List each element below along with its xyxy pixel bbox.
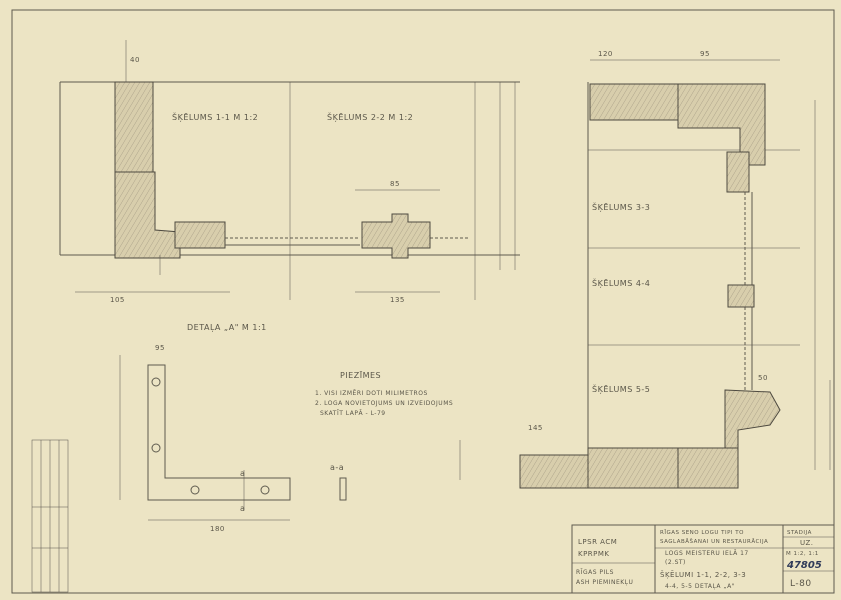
org-line: KPRPMK (578, 550, 610, 558)
dimension-label: 120 (598, 50, 613, 58)
transom-profile (727, 284, 755, 308)
dept-line: RĪGAS PILS (576, 569, 614, 576)
note-line: 1. VISI IZMĒRI DOTI MILIMETROS (315, 390, 428, 397)
sheet-border (11, 9, 835, 594)
note-line: SKATĪT LAPĀ - L-79 (320, 410, 386, 417)
detail-a: DETAĻA „A" M 1:1 a a a-a 180 95 (119, 323, 347, 533)
cut-mark: a (240, 504, 245, 513)
section-label-2-2: ŠĶĒLUMS 2-2 M 1:2 (327, 111, 413, 123)
archive-number: 47805 (786, 560, 822, 571)
wood-grain-hatch (520, 455, 588, 488)
cut-a-a-profile (339, 477, 347, 501)
wood-grain-hatch (728, 285, 754, 307)
org-line: LPSR ACM (578, 538, 617, 546)
stage-value: UZ. (800, 539, 814, 547)
mullion-profile (361, 213, 431, 259)
wood-grain-hatch (590, 84, 678, 120)
section-label-4-4: ŠĶĒLUMS 4-4 (592, 277, 650, 289)
project-line: SAGLABĀŠANAI UN RESTAURĀCIJA (660, 538, 768, 545)
wood-grain-hatch (727, 152, 749, 192)
dimension-label: 50 (758, 374, 768, 382)
scale: M 1:2, 1:1 (786, 551, 819, 557)
sheet-line: (2.ST) (665, 559, 686, 566)
stage-label: STADIJA (787, 530, 812, 536)
note-line: 2. LOGA NOVIETOJUMS UN IZVEIDOJUMS (315, 400, 453, 407)
project-line: RĪGAS SENO LOGU TIPI TO (660, 529, 744, 536)
detail-a-label: DETAĻA „A" M 1:1 (187, 323, 267, 333)
notes: PIEZĪMES 1. VISI IZMĒRI DOTI MILIMETROS … (315, 370, 453, 417)
revision-grid (31, 439, 69, 593)
head-profile (589, 83, 679, 121)
sections-3-5: ŠĶĒLUMS 3-3 ŠĶĒLUMS 4-4 ŠĶĒLUMS 5-5 120 … (459, 50, 831, 489)
sill-corner-profile (677, 447, 739, 489)
dimension-label: 135 (390, 296, 405, 304)
section-1-1-2-2: ŠĶĒLUMS 1-1 M 1:2 ŠĶĒLUMS 2-2 M 1:2 40 1… (59, 40, 520, 304)
dimension-label: 145 (528, 424, 543, 432)
cut-a-a-label: a-a (330, 463, 344, 472)
dimension-label: 95 (155, 344, 165, 352)
dimension-label: 40 (130, 56, 140, 64)
sheet-number: L-80 (790, 579, 812, 589)
dimension-label: 105 (110, 296, 125, 304)
section-label-1-1: ŠĶĒLUMS 1-1 M 1:2 (172, 111, 258, 123)
cut-mark: a (240, 469, 245, 478)
notes-title: PIEZĪMES (340, 370, 381, 380)
dimension-label: 180 (210, 525, 225, 533)
wood-grain-hatch (175, 222, 225, 248)
wood-grain-hatch (588, 448, 678, 488)
wood-grain-hatch (678, 448, 738, 488)
title-block: LPSR ACM KPRPMK RĪGAS PILS ASH PIEMINEKĻ… (571, 524, 835, 594)
section-label-5-5: ŠĶĒLUMS 5-5 (592, 383, 650, 395)
dimension-label: 95 (700, 50, 710, 58)
dept-line: ASH PIEMINEKĻU (576, 579, 633, 586)
sheet-line: LOGS MEISTERU IELĀ 17 (665, 550, 749, 557)
sash-head-profile (726, 151, 750, 193)
sheet-line: ŠĶĒLUMI 1-1, 2-2, 3-3 (660, 570, 746, 580)
section-label-3-3: ŠĶĒLUMS 3-3 (592, 201, 650, 213)
wood-grain-hatch (115, 82, 153, 172)
dimension-label: 85 (390, 180, 400, 188)
corner-bracket (147, 364, 291, 501)
sash-profile (174, 221, 226, 249)
sheet-line: 4-4, 5-5 DETAĻA „A" (665, 583, 735, 590)
